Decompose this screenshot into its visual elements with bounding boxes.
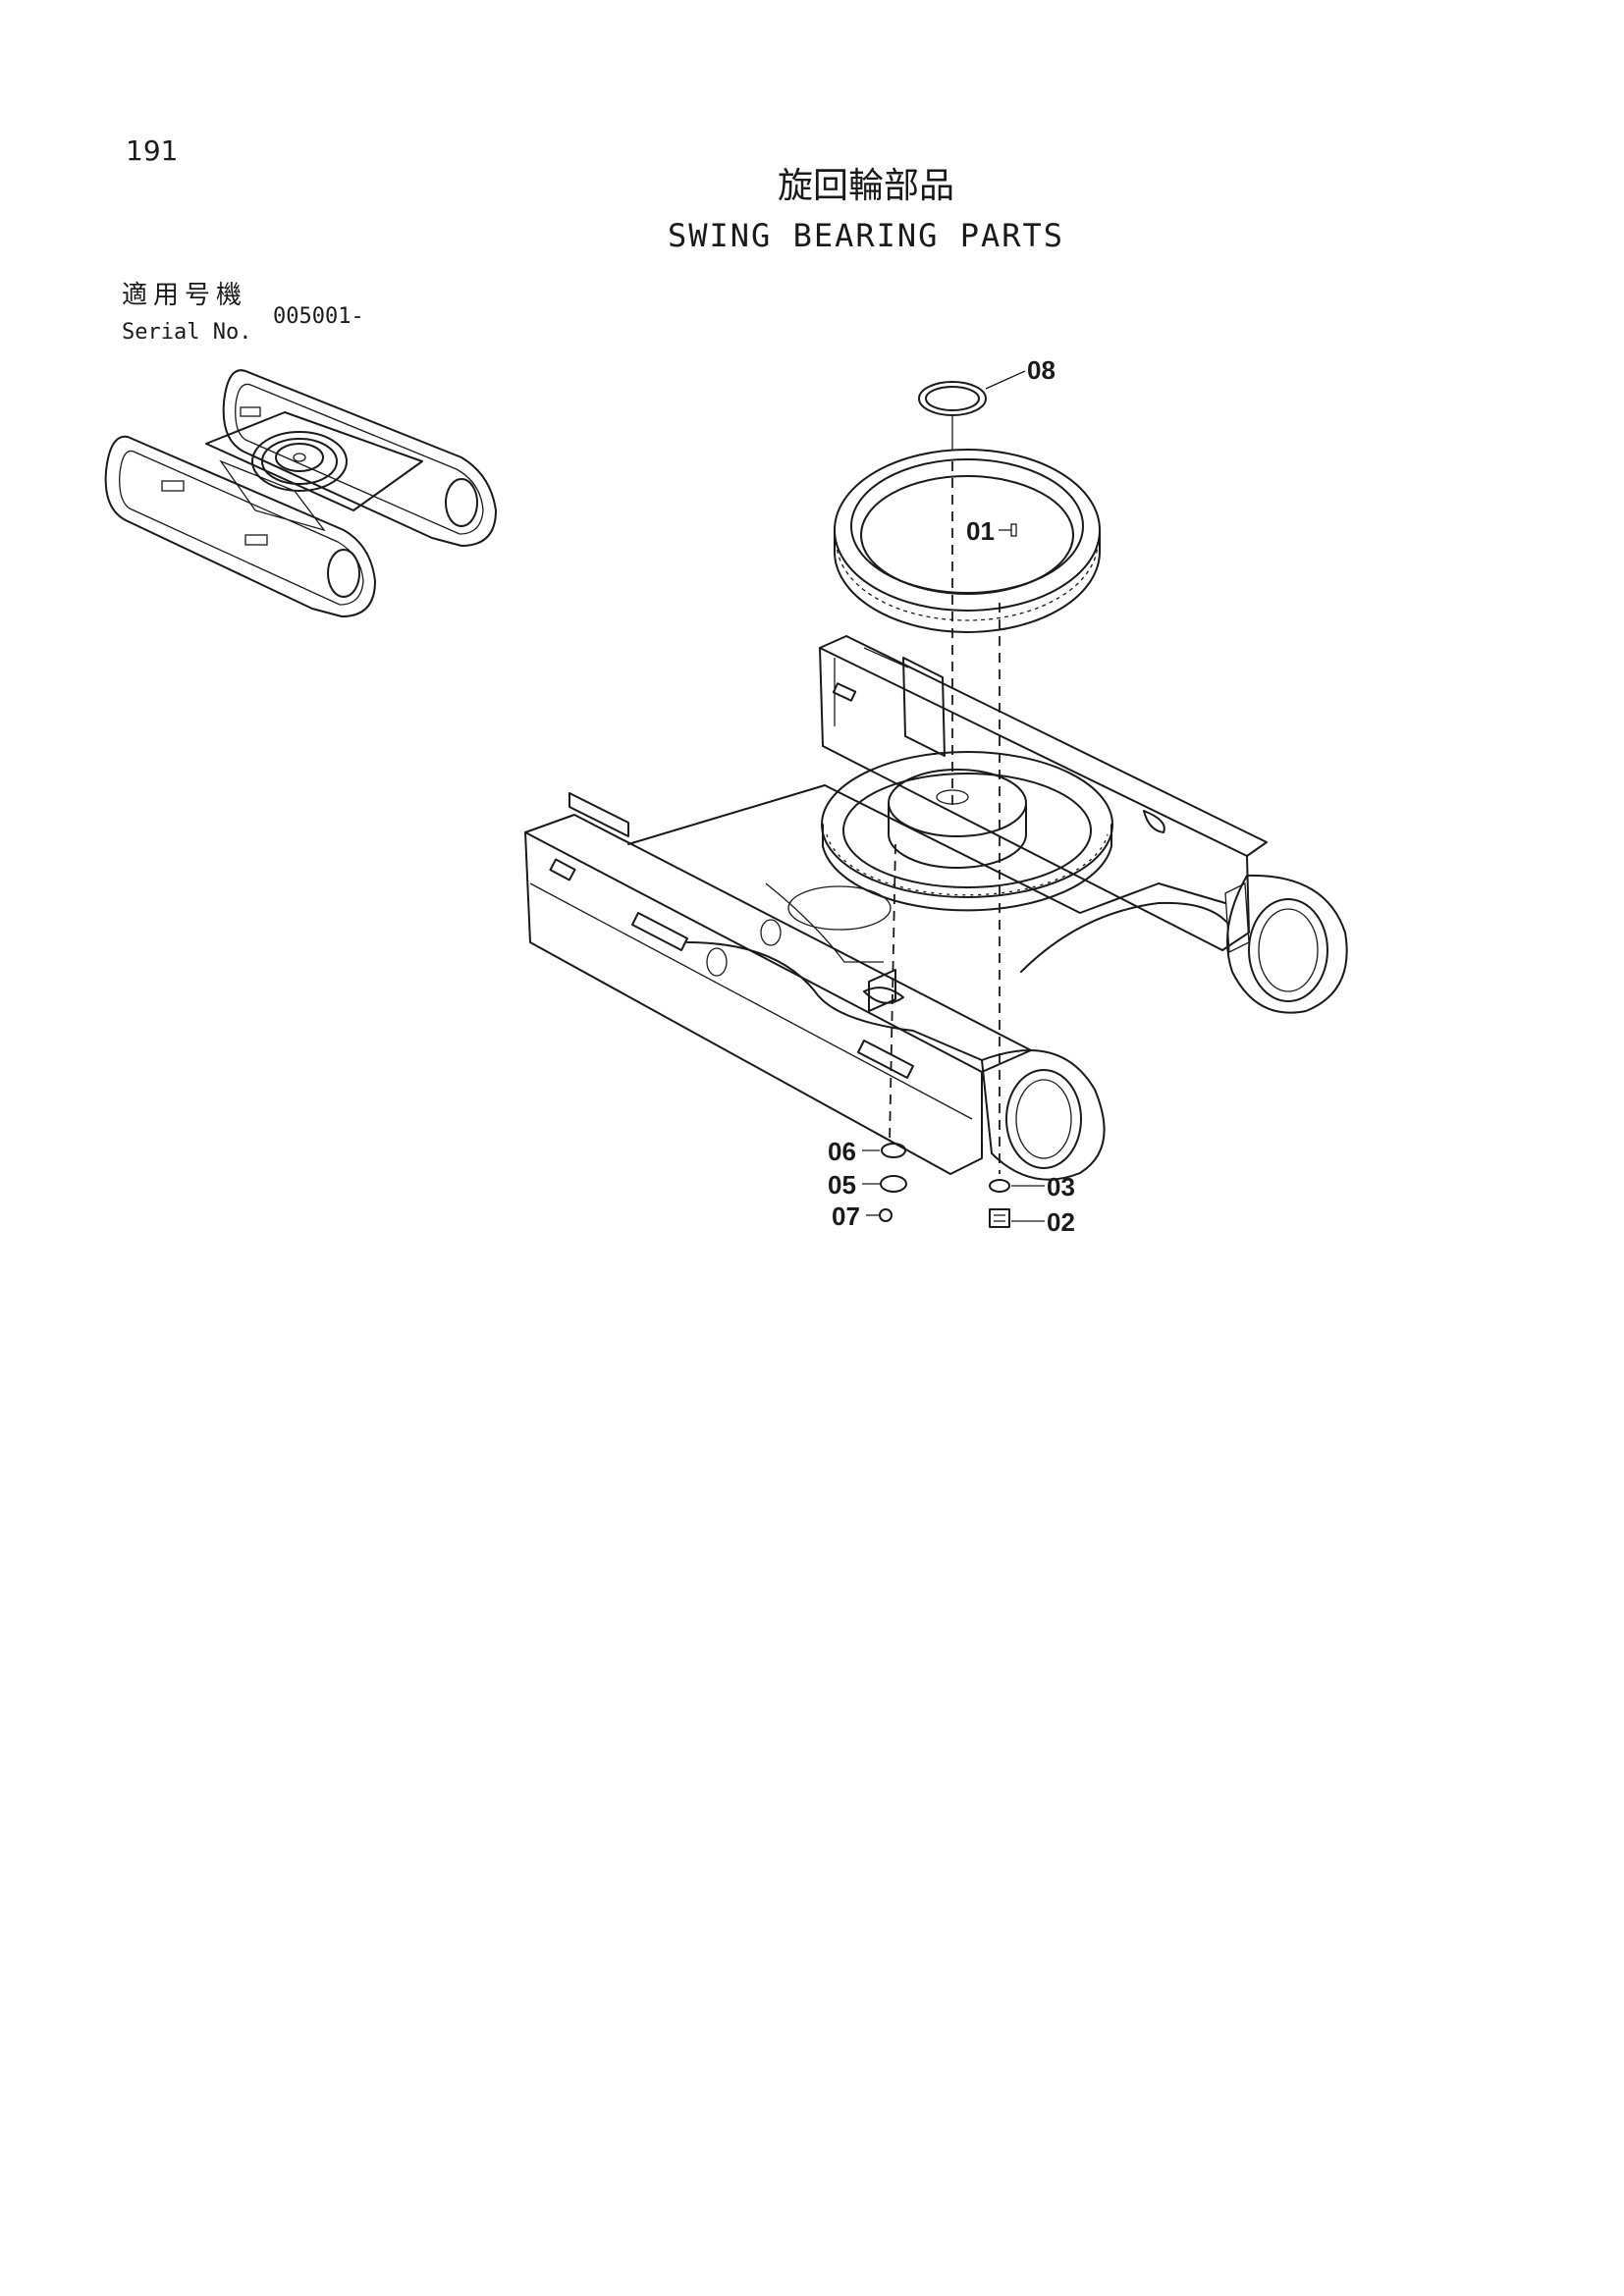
- page-number: 191: [126, 134, 179, 167]
- undercarriage-overview-sketch: [104, 369, 497, 617]
- page-title-japanese: 旋回輪部品: [777, 166, 954, 206]
- callout-05: 05: [828, 1170, 856, 1200]
- assembly-guide-lines: [889, 416, 1001, 1174]
- callout-08: 08: [1027, 355, 1056, 385]
- callout-01: 01: [966, 516, 995, 546]
- serial-label-japanese: 適用号機: [122, 281, 248, 310]
- seal-ring-part-08: [918, 370, 1026, 416]
- fasteners: [862, 1143, 1045, 1228]
- callout-07: 07: [832, 1201, 860, 1231]
- swing-bearing-part-01: [834, 449, 1101, 633]
- callout-06: 06: [828, 1137, 856, 1166]
- serial-label-english: Serial No.: [122, 320, 252, 345]
- page-title-english: SWING BEARING PARTS: [667, 217, 1065, 254]
- serial-number-value: 005001-: [273, 304, 364, 329]
- callout-02: 02: [1047, 1207, 1075, 1237]
- track-frame: [524, 635, 1348, 1181]
